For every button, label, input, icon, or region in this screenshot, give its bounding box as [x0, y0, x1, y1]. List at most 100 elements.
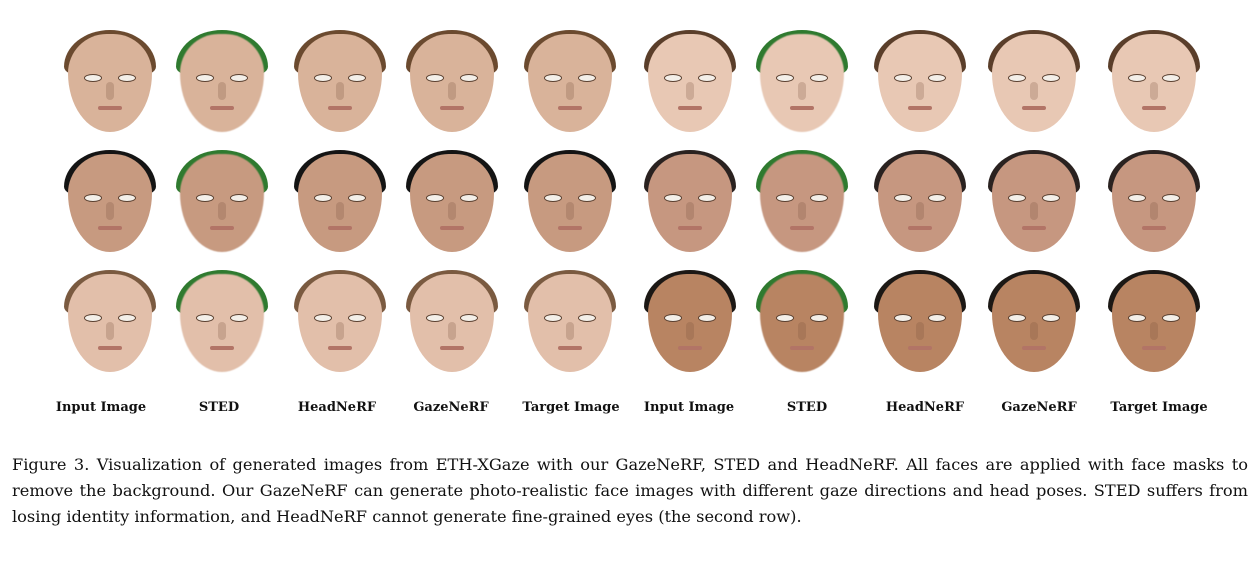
face-image: [172, 30, 272, 136]
face-nose: [686, 202, 694, 220]
face-eye: [544, 314, 562, 322]
face-mouth: [98, 106, 122, 110]
face-eye: [810, 314, 828, 322]
face-image: [520, 270, 620, 376]
face-mouth: [210, 106, 234, 110]
face-image: [402, 150, 502, 256]
face-nose: [566, 322, 574, 340]
face-skin: [410, 34, 494, 132]
face-eye: [1042, 194, 1060, 202]
face-mouth: [210, 226, 234, 230]
face-mouth: [98, 226, 122, 230]
face-skin: [648, 274, 732, 372]
face-eye: [348, 194, 366, 202]
face-mouth: [1022, 226, 1046, 230]
face-mouth: [210, 346, 234, 350]
face-image: [640, 30, 740, 136]
face-skin: [648, 154, 732, 252]
face-nose: [106, 202, 114, 220]
face-skin: [180, 34, 264, 132]
face-eye: [314, 74, 332, 82]
face-eye: [1008, 314, 1026, 322]
face-eye: [810, 194, 828, 202]
column-label: Target Image: [1110, 400, 1208, 415]
face-eye: [118, 314, 136, 322]
face-skin: [68, 274, 152, 372]
face-eye: [1008, 74, 1026, 82]
face-image: [1104, 30, 1204, 136]
face-mouth: [908, 346, 932, 350]
face-mouth: [790, 226, 814, 230]
face-eye: [928, 314, 946, 322]
column-label: Target Image: [522, 400, 620, 415]
face-eye: [84, 74, 102, 82]
face-eye: [664, 194, 682, 202]
face-image: [752, 270, 852, 376]
face-eye: [460, 194, 478, 202]
face-mouth: [678, 106, 702, 110]
face-eye: [578, 194, 596, 202]
face-nose: [336, 202, 344, 220]
face-mouth: [558, 226, 582, 230]
face-nose: [448, 202, 456, 220]
face-image: [60, 270, 160, 376]
face-eye: [928, 74, 946, 82]
face-skin: [992, 34, 1076, 132]
face-mouth: [1022, 346, 1046, 350]
face-nose: [916, 322, 924, 340]
face-skin: [878, 154, 962, 252]
column-label: HeadNeRF: [297, 400, 377, 415]
face-eye: [118, 194, 136, 202]
face-nose: [448, 322, 456, 340]
face-eye: [84, 314, 102, 322]
figure-caption: Figure 3. Visualization of generated ima…: [12, 455, 1248, 526]
face-eye: [544, 74, 562, 82]
face-nose: [566, 82, 574, 100]
face-mouth: [678, 346, 702, 350]
face-image: [402, 30, 502, 136]
face-eye: [314, 194, 332, 202]
face-eye: [426, 194, 444, 202]
face-skin: [648, 34, 732, 132]
face-image: [172, 150, 272, 256]
face-eye: [664, 74, 682, 82]
face-nose: [1150, 82, 1158, 100]
face-skin: [180, 154, 264, 252]
face-skin: [410, 274, 494, 372]
face-skin: [528, 274, 612, 372]
face-skin: [68, 34, 152, 132]
face-mouth: [98, 346, 122, 350]
face-eye: [698, 194, 716, 202]
face-eye: [460, 74, 478, 82]
face-mouth: [558, 346, 582, 350]
face-eye: [314, 314, 332, 322]
face-nose: [106, 82, 114, 100]
face-eye: [776, 314, 794, 322]
face-skin: [992, 154, 1076, 252]
face-nose: [798, 202, 806, 220]
face-image: [640, 270, 740, 376]
face-skin: [760, 34, 844, 132]
face-eye: [230, 74, 248, 82]
face-mouth: [790, 346, 814, 350]
face-skin: [760, 274, 844, 372]
face-eye: [196, 194, 214, 202]
face-eye: [810, 74, 828, 82]
face-nose: [916, 82, 924, 100]
face-mouth: [440, 226, 464, 230]
face-image: [402, 270, 502, 376]
face-mouth: [440, 346, 464, 350]
face-eye: [698, 74, 716, 82]
face-mouth: [790, 106, 814, 110]
face-eye: [578, 314, 596, 322]
face-eye: [1128, 194, 1146, 202]
face-nose: [218, 322, 226, 340]
column-label: STED: [198, 400, 240, 415]
face-eye: [196, 74, 214, 82]
column-label: Input Image: [55, 400, 147, 415]
face-skin: [1112, 154, 1196, 252]
face-image: [520, 150, 620, 256]
face-image: [1104, 150, 1204, 256]
face-image: [984, 30, 1084, 136]
face-image: [520, 30, 620, 136]
